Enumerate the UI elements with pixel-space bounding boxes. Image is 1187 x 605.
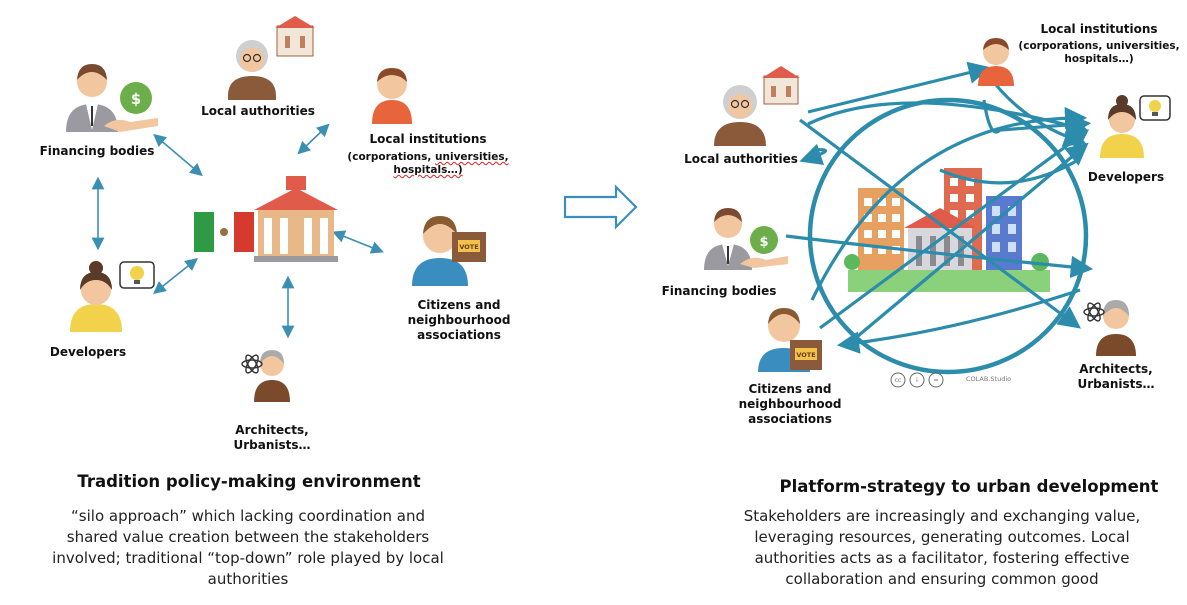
colab-credit: COLAB.Studio — [966, 375, 1012, 383]
elderly-person-icon — [714, 85, 766, 146]
left-label-citizens: Citizens and neighbourhood associations — [407, 298, 511, 342]
cc-icon: cc — [895, 377, 902, 384]
left-section-title: Tradition policy-making environment — [77, 472, 421, 491]
businessman-icon — [66, 64, 118, 132]
vote-box-icon: VOTE — [790, 340, 822, 370]
right-label-financing: Financing bodies — [661, 284, 777, 298]
atom-icon — [1083, 302, 1105, 322]
developer-person-icon — [70, 261, 122, 332]
architect-person-icon — [254, 350, 290, 402]
left-label-institutions: Local institutions — [369, 132, 487, 146]
architect-person-icon — [1096, 300, 1136, 356]
left-description: “silo approach” which lacking coordinati… — [52, 507, 444, 588]
town-hall-icon — [254, 176, 338, 262]
nd-icon: = — [933, 377, 938, 384]
svg-text:$: $ — [759, 235, 768, 250]
small-building-icon — [275, 16, 315, 57]
elderly-person-icon — [228, 40, 276, 100]
by-icon: i — [916, 377, 918, 384]
institution-person-icon — [372, 68, 412, 124]
lightbulb-bubble-icon — [119, 261, 155, 289]
svg-text:VOTE: VOTE — [459, 243, 478, 251]
arrow-institutions-center — [297, 123, 330, 155]
developer-person-icon — [1100, 95, 1144, 158]
institution-person-icon — [978, 38, 1014, 86]
right-label-developers: Developers — [1087, 170, 1165, 184]
right-label-institutions: Local institutions — [1040, 22, 1158, 36]
svg-text:VOTE: VOTE — [796, 351, 815, 359]
money-hand-icon: $ — [740, 226, 788, 268]
money-hand-icon: $ — [104, 82, 158, 132]
arrow-financing-center — [153, 133, 203, 177]
arrow-center-citizens — [332, 230, 384, 254]
lightbulb-bubble-icon — [1139, 95, 1171, 121]
small-building-icon — [762, 66, 800, 105]
left-label-authorities: Local authorities — [201, 104, 315, 118]
right-label-citizens: Citizens and neighbourhood associations — [738, 382, 842, 426]
right-label-authorities: Local authorities — [684, 152, 798, 166]
right-description: Stakeholders are increasingly and exchan… — [743, 507, 1141, 588]
mexican-flag-icon — [194, 212, 254, 252]
citizen-person-icon — [412, 216, 468, 286]
platform-circle — [807, 97, 1089, 375]
left-label-institutions-sub: (corporations, universities, hospitals…) — [347, 151, 509, 176]
right-label-architects: Architects, Urbanists… — [1077, 362, 1155, 391]
cc-license-icons — [890, 372, 944, 388]
transition-arrow-icon — [563, 184, 638, 230]
network-arrows — [785, 61, 1094, 354]
vote-box-icon: VOTE — [452, 232, 486, 262]
right-label-institutions-sub: (corporations, universities, hospitals…) — [1018, 40, 1180, 65]
businessman-icon — [704, 208, 752, 270]
svg-text:$: $ — [131, 90, 141, 108]
right-section-title: Platform-strategy to urban development — [779, 477, 1159, 496]
left-label-architects: Architects, Urbanists… — [233, 423, 311, 452]
atom-icon — [241, 354, 263, 374]
left-label-financing: Financing bodies — [39, 144, 155, 158]
left-label-developers: Developers — [49, 345, 127, 359]
arrow-developers-center — [153, 258, 198, 294]
